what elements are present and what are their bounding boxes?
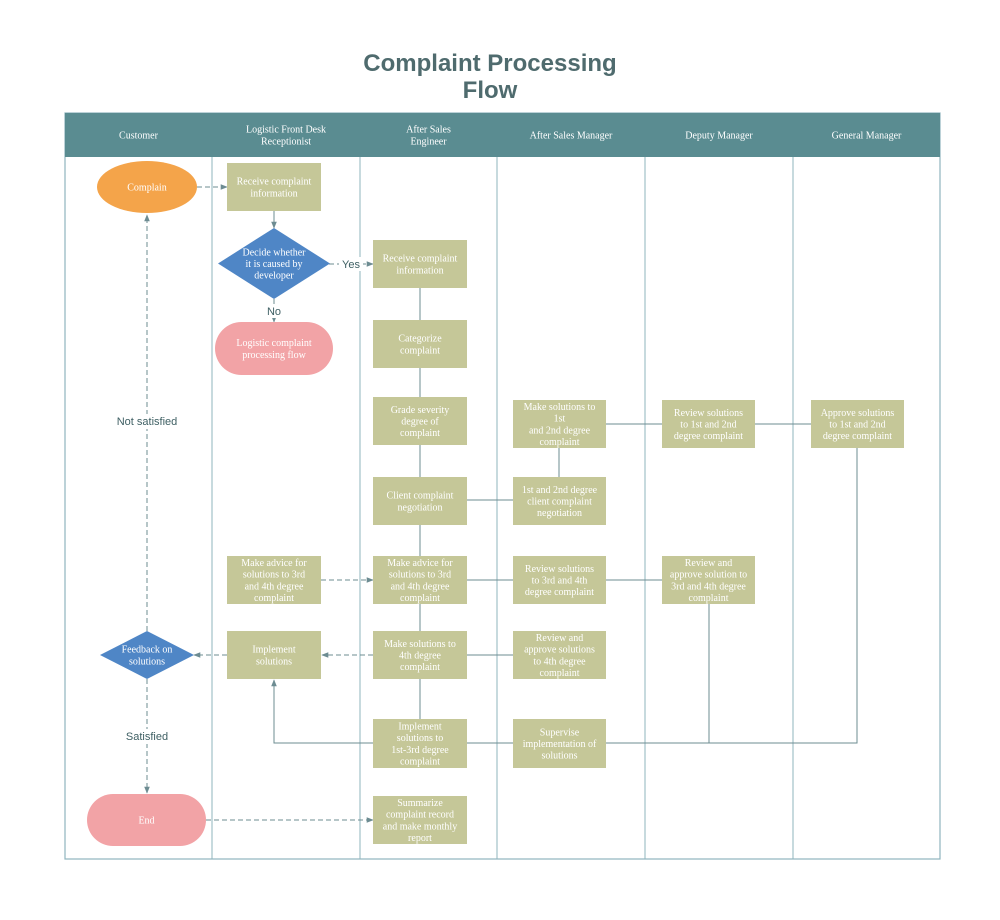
node-logistic-complaint-flow-shape (215, 322, 333, 375)
edge-label-not-satisfied-background (112, 414, 182, 429)
node-feedback-on-solutions-shape (100, 631, 194, 679)
lane-general-manager-label: General Manager (832, 131, 902, 142)
node-review-approve-3rd-4th-shape (662, 556, 755, 604)
node-complain-label: Complain (127, 183, 166, 194)
node-end-shape (87, 794, 206, 846)
edge-label-not-satisfied: Not satisfied (117, 416, 178, 428)
node-receive-complaint-engineer-shape (373, 240, 467, 288)
node-decide-developer-shape (218, 228, 330, 299)
node-complain-shape (97, 161, 197, 213)
node-complain: Complain (97, 161, 197, 213)
diagram-title: Complaint Processing Flow (300, 50, 680, 104)
node-approve-solutions-1st-2nd-shape (811, 400, 904, 448)
node-review-solutions-3rd-4th-shape (513, 556, 606, 604)
node-make-solutions-4th-shape (373, 631, 467, 679)
node-grade-severity-shape (373, 397, 467, 445)
node-implement-solutions-1st-3rd-shape (373, 719, 467, 768)
edge-label-satisfied: Satisfied (126, 731, 168, 743)
lane-customer-label: Customer (119, 131, 159, 142)
edge-label-yes: Yes (342, 259, 360, 271)
edge-label-no-background (264, 304, 284, 318)
node-make-advice-front-desk-shape (227, 556, 321, 604)
swimlane-header-bar (65, 113, 940, 157)
node-make-advice-engineer-shape (373, 556, 467, 604)
lane-after-sales-manager-label: After Sales Manager (530, 131, 613, 142)
node-make-solutions-1st-2nd-shape (513, 400, 606, 448)
node-review-approve-4th-shape (513, 631, 606, 679)
diagram-title-line-1: Complaint Processing (363, 50, 617, 77)
edge-label-no: No (267, 306, 281, 318)
swimlane-frame (64, 112, 941, 860)
node-categorize-complaint-shape (373, 320, 467, 368)
diagram-title-line-2: Flow (462, 77, 518, 104)
node-summarize-complaint-record-shape (373, 796, 467, 844)
node-client-complaint-negotiation-shape (373, 477, 467, 525)
node-implement-solutions-shape (227, 631, 321, 679)
edge-label-yes-background (339, 257, 363, 271)
node-end-label: End (138, 816, 154, 827)
node-receive-complaint-front-desk-shape (227, 163, 321, 211)
node-review-solutions-1st-2nd-shape (662, 400, 755, 448)
lane-deputy-manager-label: Deputy Manager (685, 131, 753, 142)
node-supervise-implementation-shape (513, 719, 606, 768)
edge-label-satisfied-background (122, 729, 172, 744)
node-end: End (87, 794, 206, 846)
node-1st-2nd-negotiation-shape (513, 477, 606, 525)
